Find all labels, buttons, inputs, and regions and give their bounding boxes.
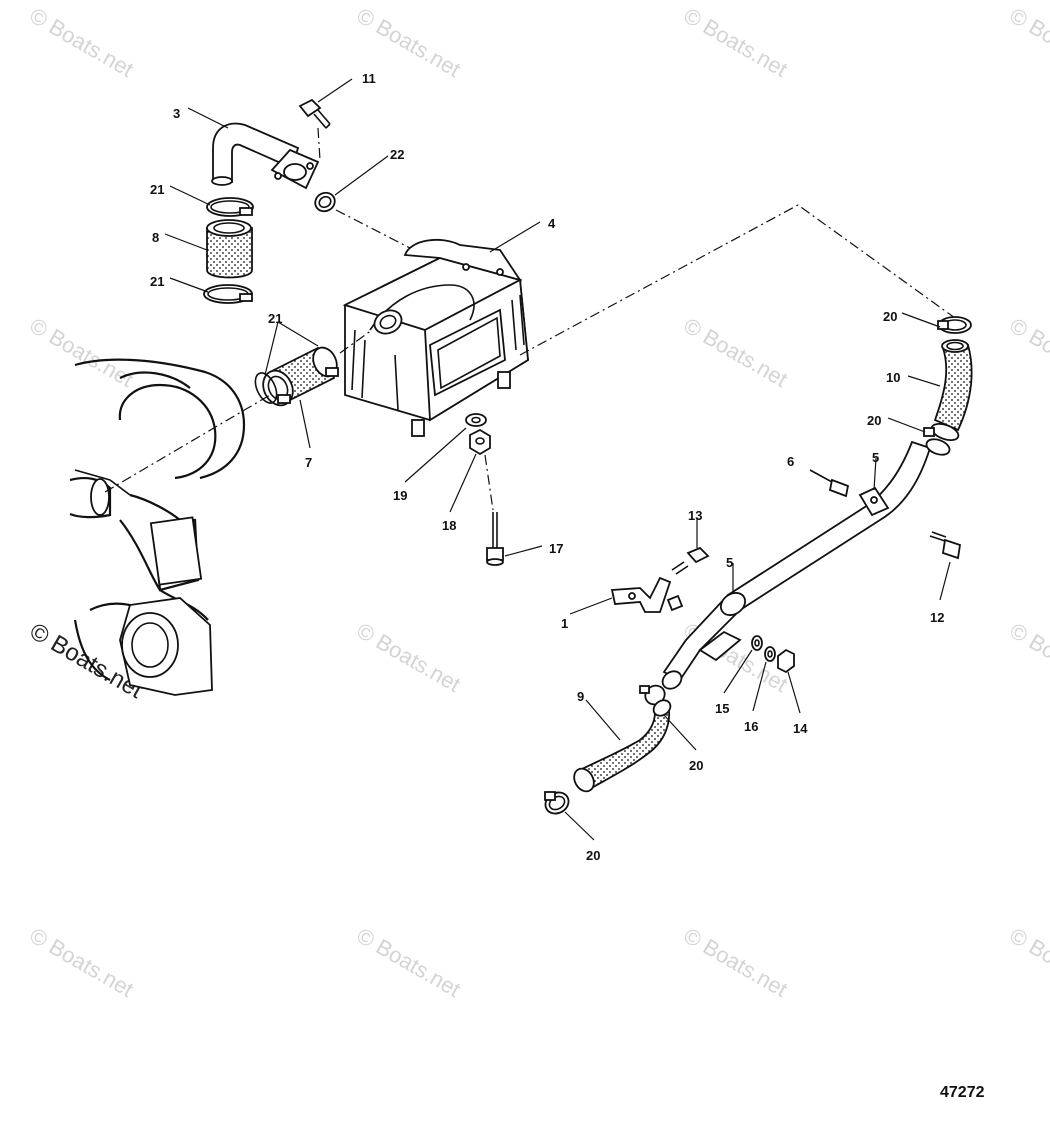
callout-c21b: 21 — [150, 274, 164, 289]
bracket-part-1 — [610, 576, 672, 613]
washer-part-19 — [465, 413, 487, 427]
callout-c5b: 5 — [726, 555, 733, 570]
callout-c1: 1 — [561, 616, 568, 631]
watermark-text: © Boats.net — [680, 313, 792, 392]
callout-c13: 13 — [688, 508, 702, 523]
callout-c15: 15 — [715, 701, 729, 716]
hose-part-7 — [254, 346, 339, 407]
watermark-text: © Boats.net — [353, 923, 465, 1002]
leader-lines — [164, 78, 951, 841]
watermark-text: © Boats.net — [353, 618, 465, 697]
callout-c12: 12 — [930, 610, 944, 625]
clamp-part-21-lower — [203, 284, 253, 304]
callout-c22: 22 — [390, 147, 404, 162]
callout-c21a: 21 — [150, 182, 164, 197]
callout-c16: 16 — [744, 719, 758, 734]
hose-part-10 — [933, 339, 973, 432]
callout-c4: 4 — [548, 216, 556, 231]
fitting-part-12 — [929, 531, 962, 560]
bolt-part-13 — [671, 546, 710, 575]
callout-c21c: 21 — [268, 311, 282, 326]
clamp-part-20-lower-right — [639, 684, 666, 706]
watermark-text: © Boats.net — [26, 313, 138, 392]
bolt-behind-bracket — [666, 594, 684, 612]
heat-exchanger-part-4 — [342, 238, 529, 437]
callout-c5a: 5 — [872, 450, 879, 465]
elbow-part-3 — [211, 122, 320, 190]
bolt-part-11 — [298, 98, 331, 129]
alignment-lines — [104, 127, 956, 511]
figure-number: 47272 — [940, 1084, 985, 1101]
watermark-text: © Boats.net — [680, 923, 792, 1002]
callout-c20d: 20 — [586, 848, 600, 863]
callout-c20a: 20 — [883, 309, 897, 324]
callout-c20c: 20 — [689, 758, 703, 773]
clamp-part-20-mid — [923, 422, 960, 442]
engine-housing — [69, 358, 246, 696]
callout-c20b: 20 — [867, 413, 881, 428]
callout-c11: 11 — [362, 71, 376, 86]
watermark-text: © Boats.net — [680, 3, 792, 82]
watermark-text: © Boats.net — [26, 923, 138, 1002]
hose-part-8 — [206, 219, 253, 279]
bolt-part-17 — [486, 512, 504, 566]
nut-part-14 — [777, 648, 795, 674]
fitting-part-6 — [809, 469, 850, 498]
clamp-part-20-bottom — [544, 791, 570, 815]
callout-c9: 9 — [577, 689, 584, 704]
callout-c14: 14 — [793, 721, 808, 736]
lockwasher-part-16 — [764, 646, 776, 662]
washer-part-15 — [751, 635, 763, 651]
callout-c19: 19 — [393, 488, 407, 503]
watermark-text: © Boats.net — [26, 3, 138, 82]
watermark-text: © Boats.net — [1006, 618, 1050, 697]
callout-c17: 17 — [549, 541, 563, 556]
hose-part-9 — [573, 699, 672, 793]
gasket-part-22 — [314, 191, 336, 213]
callout-c6: 6 — [787, 454, 794, 469]
callout-c8: 8 — [152, 230, 159, 245]
callout-c3: 3 — [173, 106, 180, 121]
callout-c10: 10 — [886, 370, 900, 385]
clamp-part-21-upper — [206, 197, 254, 217]
watermark-text: © Boats.net — [1006, 923, 1050, 1002]
clamp-part-20-top — [937, 316, 972, 334]
nut-part-18 — [469, 428, 491, 456]
callout-c18: 18 — [442, 518, 456, 533]
callout-c7: 7 — [305, 455, 312, 470]
watermark-text: © Boats.net — [1006, 313, 1050, 392]
watermark-text: © Boats.net — [1006, 3, 1050, 82]
tube-assembly — [661, 438, 951, 690]
